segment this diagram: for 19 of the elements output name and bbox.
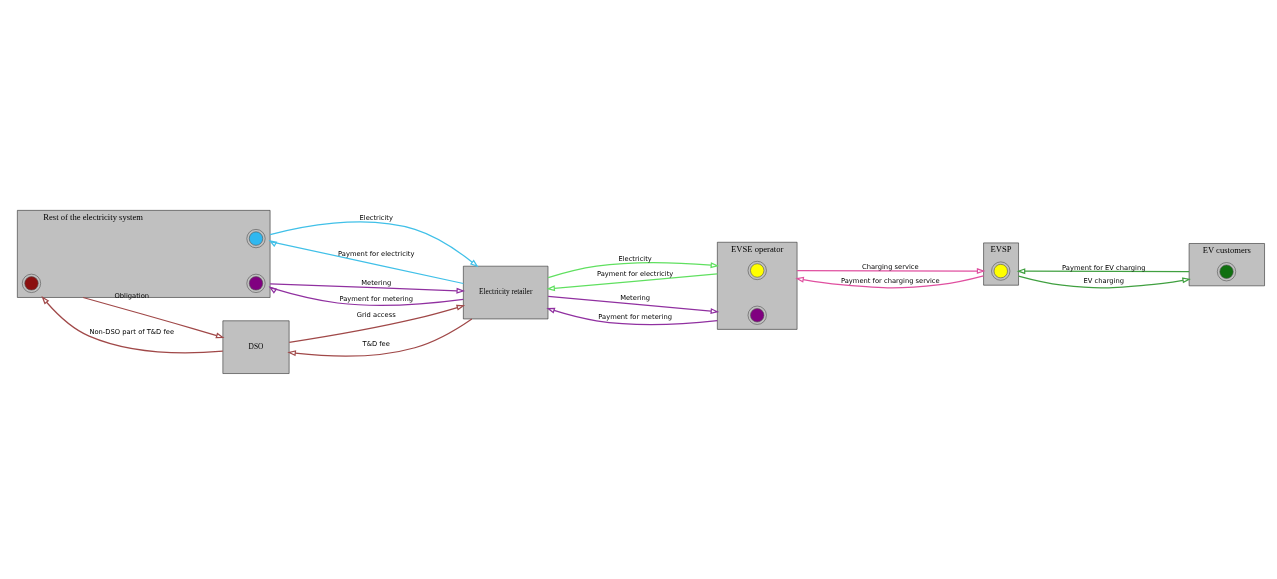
cluster: EVSE operator	[717, 241, 798, 330]
cluster: EV customers	[1188, 243, 1265, 287]
arrow	[268, 286, 464, 306]
arrow	[795, 275, 985, 289]
arrow	[269, 221, 479, 268]
arrow	[546, 307, 718, 326]
arrow	[288, 304, 466, 343]
arrow	[287, 318, 473, 357]
arrow	[547, 262, 720, 279]
arrow	[546, 273, 718, 292]
arrow	[1017, 275, 1191, 289]
arrow	[796, 268, 986, 275]
cluster: EVSP	[983, 242, 1019, 286]
arrow	[269, 283, 466, 294]
arrow	[82, 296, 225, 339]
arrow	[547, 295, 720, 315]
arrow	[41, 296, 224, 354]
arrow	[268, 240, 464, 285]
arrow	[1016, 268, 1190, 275]
